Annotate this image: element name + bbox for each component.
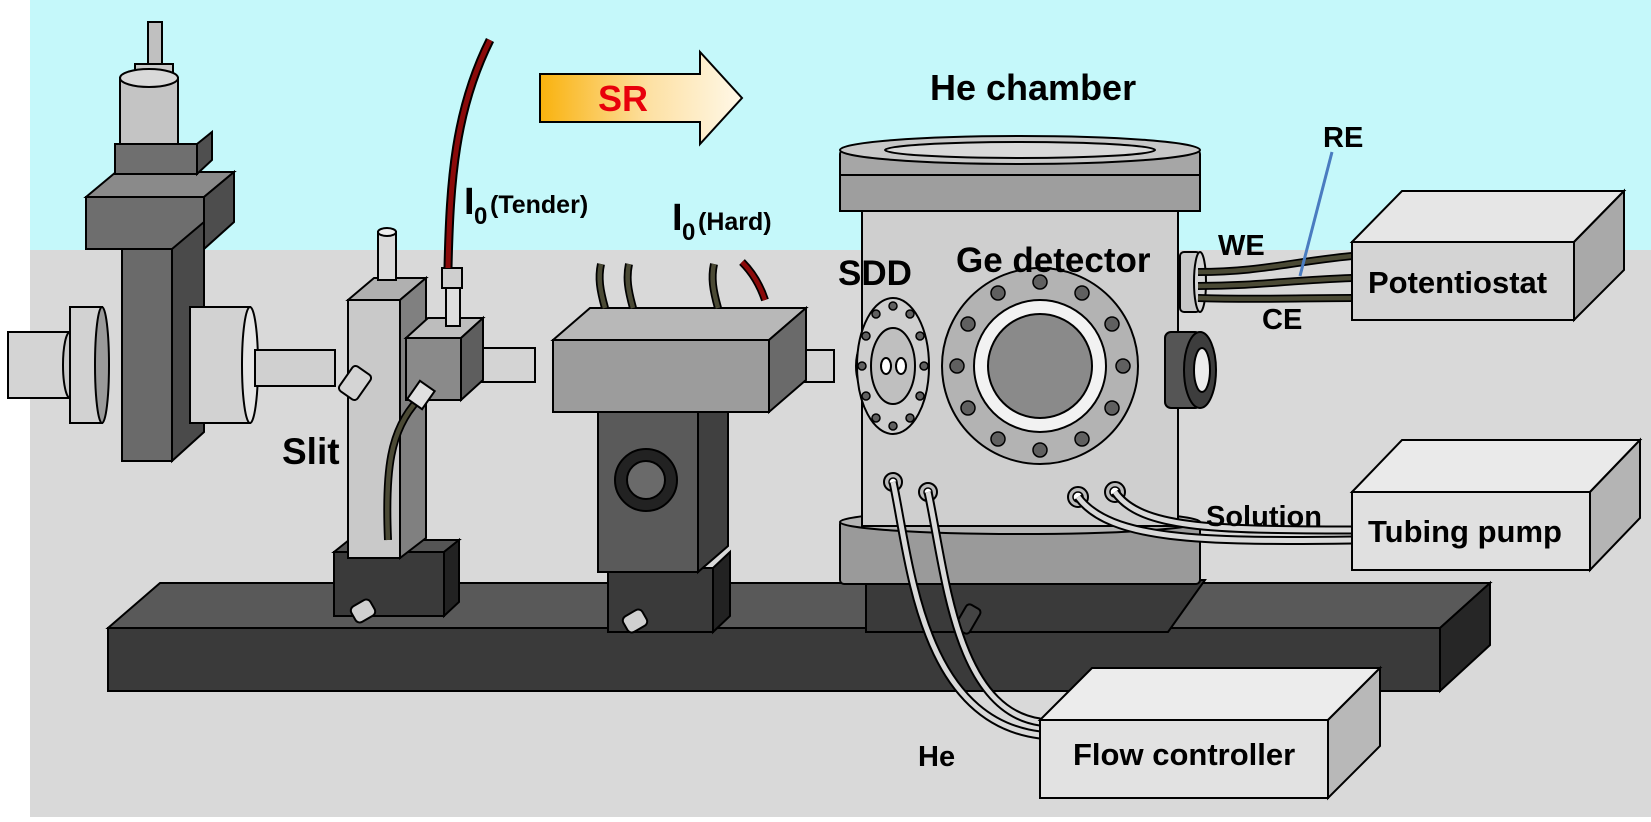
monochromator-stage <box>7 21 259 464</box>
ge-detector-label: Ge detector <box>956 241 1151 280</box>
tubing-pump-box <box>1349 437 1643 573</box>
flow-controller-label: Flow controller <box>1073 737 1295 772</box>
potentiostat-label: Potentiostat <box>1368 265 1547 300</box>
slit-assembly <box>331 37 495 624</box>
he-tubes <box>888 481 1041 740</box>
he-chamber <box>839 135 1217 635</box>
sr-label: SR <box>598 78 648 119</box>
he-chamber-label: He chamber <box>930 67 1136 108</box>
we-label: WE <box>1218 230 1265 262</box>
i0-hard-label: I 0 (Hard) <box>672 197 772 246</box>
flow-controller-box <box>1037 665 1383 801</box>
i0-tender-label: I 0 (Tender) <box>464 181 588 230</box>
svg-text:0: 0 <box>474 203 487 230</box>
tubing-pump-label: Tubing pump <box>1368 514 1562 549</box>
svg-text:(Hard): (Hard) <box>698 208 772 236</box>
svg-text:I: I <box>464 181 475 223</box>
svg-text:0: 0 <box>682 219 695 246</box>
he-label: He <box>918 741 955 773</box>
slit-label: Slit <box>282 431 340 472</box>
sr-beam-arrow <box>539 49 744 147</box>
potentiostat-box <box>1349 188 1627 323</box>
electrode-cables <box>1197 151 1353 303</box>
sdd-label: SDD <box>838 254 912 293</box>
svg-text:(Tender): (Tender) <box>490 191 588 219</box>
re-label: RE <box>1323 122 1363 154</box>
svg-text:I: I <box>672 197 683 239</box>
i0-hard-chamber <box>550 259 809 635</box>
solution-tubes <box>1074 489 1353 545</box>
solution-label: Solution <box>1206 501 1322 533</box>
ce-label: CE <box>1262 304 1302 336</box>
